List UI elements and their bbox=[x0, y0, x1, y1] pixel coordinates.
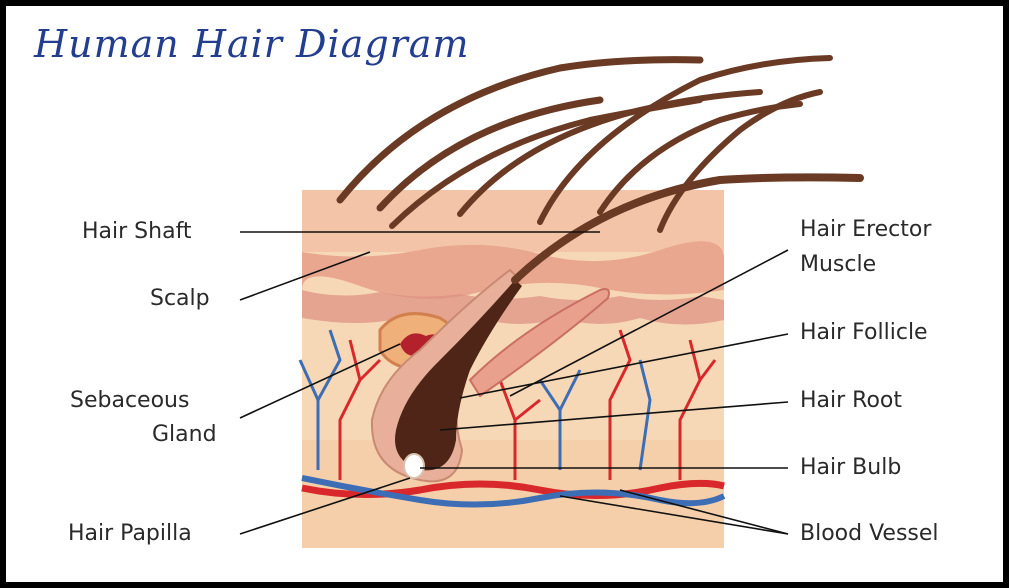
label-hair-erector-muscle-line2: Muscle bbox=[800, 248, 876, 282]
label-hair-root: Hair Root bbox=[800, 384, 902, 418]
label-hair-follicle: Hair Follicle bbox=[800, 316, 928, 350]
label-hair-bulb: Hair Bulb bbox=[800, 451, 901, 485]
label-hair-shaft: Hair Shaft bbox=[82, 215, 192, 249]
label-hair-papilla: Hair Papilla bbox=[68, 517, 192, 551]
label-hair-erector-muscle-line1: Hair Erector bbox=[800, 213, 931, 247]
label-scalp: Scalp bbox=[150, 282, 210, 316]
label-sebaceous-gland-line2: Gland bbox=[152, 418, 217, 452]
label-sebaceous-gland-line1: Sebaceous bbox=[70, 384, 189, 418]
label-blood-vessel: Blood Vessel bbox=[800, 517, 939, 551]
hair-papilla bbox=[404, 454, 424, 478]
